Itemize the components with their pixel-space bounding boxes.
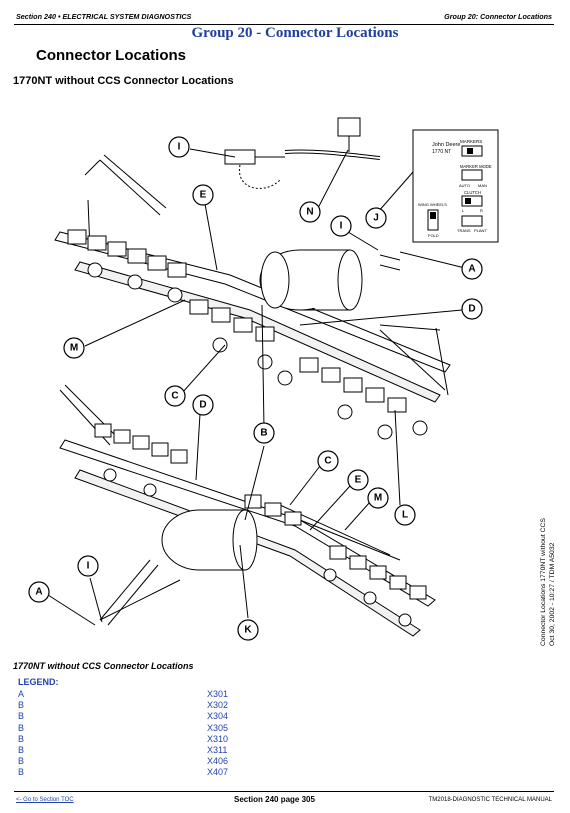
svg-text:I: I [178, 142, 181, 153]
legend-value: X407 [207, 767, 229, 778]
lower-planter-drawing [59, 384, 436, 637]
section-toc-link[interactable]: <- Go to Section TOC [16, 797, 74, 803]
monitor-brand: John Deere [432, 142, 460, 148]
svg-text:K: K [244, 625, 252, 636]
page-header: Section 240 • ELECTRICAL SYSTEM DIAGNOST… [14, 9, 554, 25]
legend-key: B [18, 722, 25, 733]
callout-a-1: A [461, 258, 483, 280]
svg-text:D: D [468, 304, 475, 315]
figure-caption: 1770NT without CCS Connector Locations [13, 661, 194, 671]
section-title: Connector Locations [36, 47, 187, 64]
callout-b: B [253, 422, 275, 444]
svg-text:D: D [199, 400, 206, 411]
callout-e-2: E [347, 469, 369, 491]
svg-text:J: J [373, 213, 379, 224]
callout-i-1: I [168, 136, 190, 158]
callout-m-1: M [63, 337, 85, 359]
svg-text:E: E [355, 475, 362, 486]
svg-text:N: N [306, 207, 313, 218]
svg-text:I: I [340, 221, 343, 232]
legend-heading: LEGEND: [18, 677, 59, 687]
callout-j: J [365, 207, 387, 229]
monitor-console: John Deere 1770 NT MARKERS MARKER MODE A… [412, 129, 499, 243]
callout-k: K [237, 619, 259, 641]
legend-key: B [18, 756, 25, 767]
legend-row: B X305 [18, 723, 268, 734]
callout-c-1: C [164, 385, 186, 407]
header-section: Section 240 • ELECTRICAL SYSTEM DIAGNOST… [16, 12, 192, 21]
svg-text:I: I [87, 561, 90, 572]
callout-e-1: E [192, 184, 214, 206]
r-label: R [480, 208, 483, 213]
legend-value: X304 [207, 711, 229, 722]
legend-value: X302 [207, 700, 229, 711]
man-label: MAN [478, 183, 487, 188]
callout-d-2: D [192, 394, 214, 416]
figure-side-caption: Connector Locations 1770NT without CCS O… [540, 498, 562, 648]
legend-value: X310 [207, 733, 229, 744]
legend-row: B X406 [18, 756, 268, 767]
callout-l: L [394, 504, 416, 526]
legend-list: A X301 B X302 B X304 B X305 B X310 B X311 B X40… [18, 689, 268, 779]
wing-wheels-label: WING WHEELS [418, 202, 447, 207]
figure-subtitle: 1770NT without CCS Connector Locations [13, 75, 234, 87]
clutch-label: CLUTCH [464, 190, 481, 195]
header-group: Group 20: Connector Locations [444, 12, 552, 21]
callout-a-2: A [28, 581, 50, 603]
auto-label: AUTO [459, 183, 470, 188]
side-caption-date: Oct 30, 2002 - 10:27 / TDM A5032 [549, 542, 556, 646]
legend-value: X406 [207, 756, 229, 767]
legend-row: B X311 [18, 745, 268, 756]
legend-key: B [18, 733, 25, 744]
svg-text:C: C [171, 391, 178, 402]
trans-label: TRANS [457, 228, 471, 233]
monitor-model: 1770 NT [432, 149, 451, 155]
legend-key: B [18, 744, 25, 755]
legend-value: X311 [207, 744, 228, 755]
svg-text:M: M [374, 493, 382, 504]
svg-text:M: M [70, 343, 78, 354]
svg-text:A: A [468, 264, 475, 275]
connector-location-figure: John Deere 1770 NT MARKERS MARKER MODE A… [28, 117, 499, 641]
marker-mode-label: MARKER MODE [460, 164, 492, 169]
svg-text:C: C [324, 456, 331, 467]
legend-key: B [18, 700, 25, 711]
legend-row: B X407 [18, 767, 268, 778]
legend-value: X305 [207, 722, 229, 733]
callout-d-1: D [461, 298, 483, 320]
cable-drawing [224, 117, 381, 189]
markers-label: MARKERS [460, 139, 482, 144]
upper-planter-drawing [54, 154, 451, 440]
callout-c-2: C [317, 450, 339, 472]
svg-text:A: A [35, 587, 42, 598]
svg-text:E: E [200, 190, 207, 201]
callout-i-3: I [77, 555, 99, 577]
manual-title: TM2018-DIAGNOSTIC TECHNICAL MANUAL [428, 797, 552, 803]
legend-key: B [18, 767, 25, 778]
callout-m-2: M [367, 487, 389, 509]
side-caption-title: Connector Locations 1770NT without CCS [540, 518, 547, 646]
callout-n: N [299, 201, 321, 223]
legend-value: X301 [207, 689, 229, 699]
page-number: Section 240 page 305 [234, 795, 315, 804]
legend-row: B X304 [18, 711, 268, 722]
plant-label: PLANT [474, 228, 487, 233]
svg-text:B: B [260, 428, 267, 439]
legend-row: B X310 [18, 734, 268, 745]
fold-label: FOLD [428, 233, 439, 238]
l-label: L [462, 208, 465, 213]
group-title: Group 20 - Connector Locations [191, 25, 399, 41]
leader-lines [47, 148, 466, 626]
svg-text:L: L [402, 510, 408, 521]
legend-key: A [18, 689, 25, 699]
page-footer: <- Go to Section TOC Section 240 page 30… [14, 791, 554, 812]
legend-row: A X301 [18, 689, 268, 700]
legend-key: B [18, 711, 25, 722]
legend-row: B X302 [18, 700, 268, 711]
callout-i-2: I [330, 215, 352, 237]
